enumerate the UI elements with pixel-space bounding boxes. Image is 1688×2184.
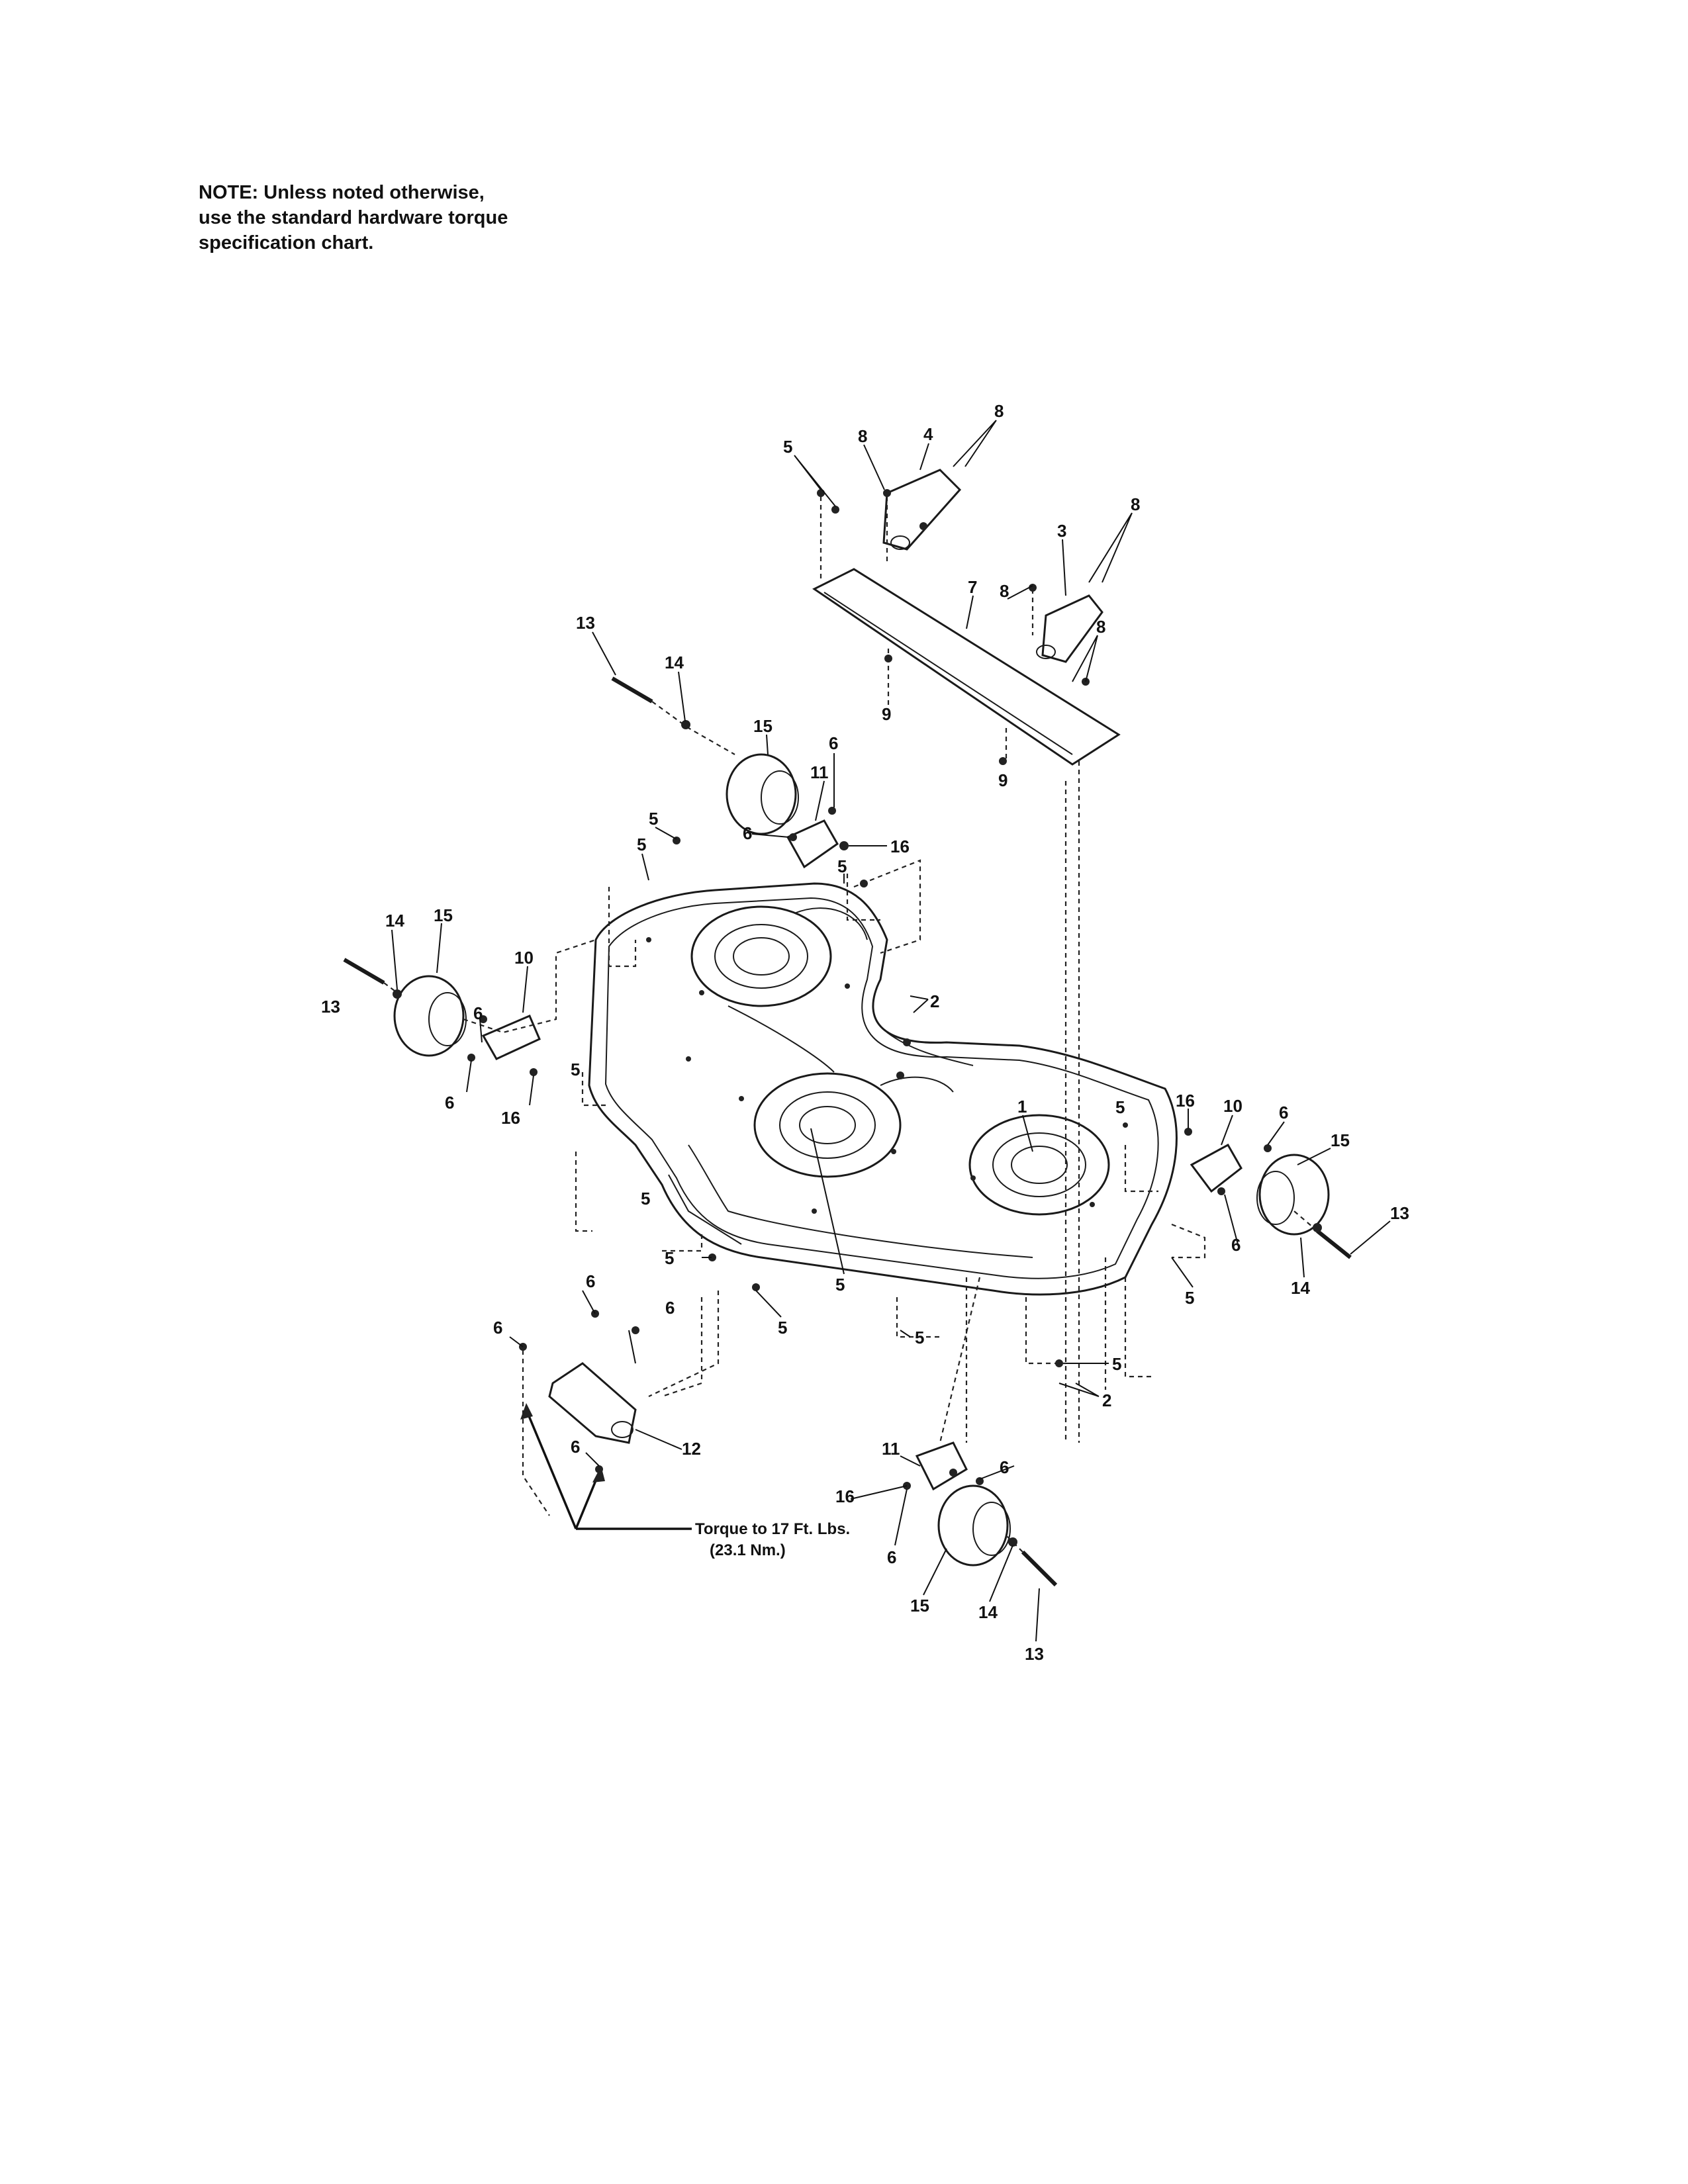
callout-6: 6 bbox=[493, 1318, 502, 1338]
assembly-lines bbox=[383, 496, 1318, 1553]
callout-6: 6 bbox=[571, 1437, 580, 1457]
callout-15: 15 bbox=[434, 905, 453, 925]
callout-5: 5 bbox=[1115, 1097, 1125, 1117]
shoulder-bolts bbox=[343, 676, 1352, 1587]
callout-10: 10 bbox=[514, 948, 534, 968]
callout-15: 15 bbox=[753, 716, 773, 736]
gauge-wheel-top bbox=[726, 753, 799, 835]
callout-labels: 5 8 4 8 8 3 8 7 8 9 9 13 14 15 6 11 6 16… bbox=[321, 401, 1409, 1664]
callout-15: 15 bbox=[910, 1596, 929, 1615]
callout-8: 8 bbox=[994, 401, 1004, 421]
callout-15: 15 bbox=[1331, 1130, 1350, 1150]
callout-7: 7 bbox=[968, 577, 977, 597]
callout-2: 2 bbox=[1102, 1390, 1111, 1410]
callout-4: 4 bbox=[923, 424, 933, 444]
callout-5: 5 bbox=[649, 809, 658, 829]
callout-5: 5 bbox=[637, 835, 646, 854]
callout-5: 5 bbox=[571, 1060, 580, 1079]
callout-6: 6 bbox=[1279, 1103, 1288, 1122]
callout-6: 6 bbox=[445, 1093, 454, 1113]
stabilizer-bar bbox=[812, 568, 1121, 766]
wheel-bracket-10-left bbox=[481, 1015, 541, 1060]
gauge-wheel-right bbox=[1256, 1154, 1330, 1236]
callout-5: 5 bbox=[778, 1318, 787, 1338]
deck-housing bbox=[588, 882, 1178, 1296]
callout-6: 6 bbox=[665, 1298, 675, 1318]
bracket-part-4 bbox=[882, 469, 962, 551]
callout-11: 11 bbox=[810, 762, 829, 782]
callout-6: 6 bbox=[829, 733, 838, 753]
callout-14: 14 bbox=[665, 653, 684, 672]
torque-note-line-2: (23.1 Nm.) bbox=[710, 1541, 786, 1559]
callout-6: 6 bbox=[1000, 1457, 1009, 1477]
callout-2: 2 bbox=[930, 991, 939, 1011]
leader-lines bbox=[391, 420, 1391, 1642]
callout-13: 13 bbox=[1025, 1644, 1044, 1664]
wheel-bracket-10-right bbox=[1190, 1143, 1243, 1193]
callout-9: 9 bbox=[998, 770, 1008, 790]
gauge-wheel-bottom bbox=[937, 1484, 1011, 1567]
note-line-3: specification chart. bbox=[199, 232, 374, 253]
callout-13: 13 bbox=[1390, 1203, 1409, 1223]
callout-5: 5 bbox=[665, 1248, 674, 1268]
callout-3: 3 bbox=[1057, 521, 1066, 541]
callout-5: 5 bbox=[1112, 1354, 1121, 1374]
callout-5: 5 bbox=[1185, 1288, 1194, 1308]
callout-5: 5 bbox=[835, 1275, 845, 1295]
gauge-wheel-left bbox=[393, 975, 467, 1057]
callout-6: 6 bbox=[743, 823, 752, 843]
callout-6: 6 bbox=[473, 1003, 483, 1023]
hardware-fasteners bbox=[393, 489, 1322, 1547]
callout-13: 13 bbox=[321, 997, 340, 1017]
callout-6: 6 bbox=[1231, 1235, 1241, 1255]
callout-16: 16 bbox=[501, 1108, 520, 1128]
callout-5: 5 bbox=[837, 856, 847, 876]
callout-6: 6 bbox=[586, 1271, 595, 1291]
bracket-part-12 bbox=[548, 1362, 637, 1444]
torque-note: Torque to 17 Ft. Lbs. (23.1 Nm.) bbox=[695, 1520, 850, 1559]
callout-14: 14 bbox=[385, 911, 404, 931]
torque-note-line-1: Torque to 17 Ft. Lbs. bbox=[695, 1520, 850, 1538]
wheel-bracket-11-bottom bbox=[915, 1441, 968, 1491]
callout-10: 10 bbox=[1223, 1096, 1243, 1116]
callout-5: 5 bbox=[915, 1328, 924, 1347]
callout-16: 16 bbox=[835, 1486, 855, 1506]
callout-1: 1 bbox=[1017, 1097, 1027, 1116]
callout-16: 16 bbox=[1176, 1091, 1195, 1111]
callout-11: 11 bbox=[882, 1439, 900, 1459]
callout-16: 16 bbox=[890, 837, 910, 856]
callout-8: 8 bbox=[1000, 581, 1009, 601]
callout-8: 8 bbox=[858, 426, 867, 446]
callout-14: 14 bbox=[978, 1602, 998, 1622]
callout-13: 13 bbox=[576, 613, 595, 633]
callout-5: 5 bbox=[783, 437, 792, 457]
note-line-2: use the standard hardware torque bbox=[199, 207, 508, 228]
callout-8: 8 bbox=[1131, 494, 1140, 514]
note-line-1: NOTE: Unless noted otherwise, bbox=[199, 182, 485, 203]
note-text: NOTE: Unless noted otherwise, use the st… bbox=[199, 180, 702, 255]
bracket-part-3 bbox=[1036, 594, 1103, 663]
callout-8: 8 bbox=[1096, 617, 1105, 637]
callout-6: 6 bbox=[887, 1547, 896, 1567]
wheel-bracket-11-top bbox=[786, 819, 839, 869]
callout-12: 12 bbox=[682, 1439, 701, 1459]
callout-5: 5 bbox=[641, 1189, 650, 1208]
callout-14: 14 bbox=[1291, 1278, 1310, 1298]
callout-9: 9 bbox=[882, 704, 891, 724]
